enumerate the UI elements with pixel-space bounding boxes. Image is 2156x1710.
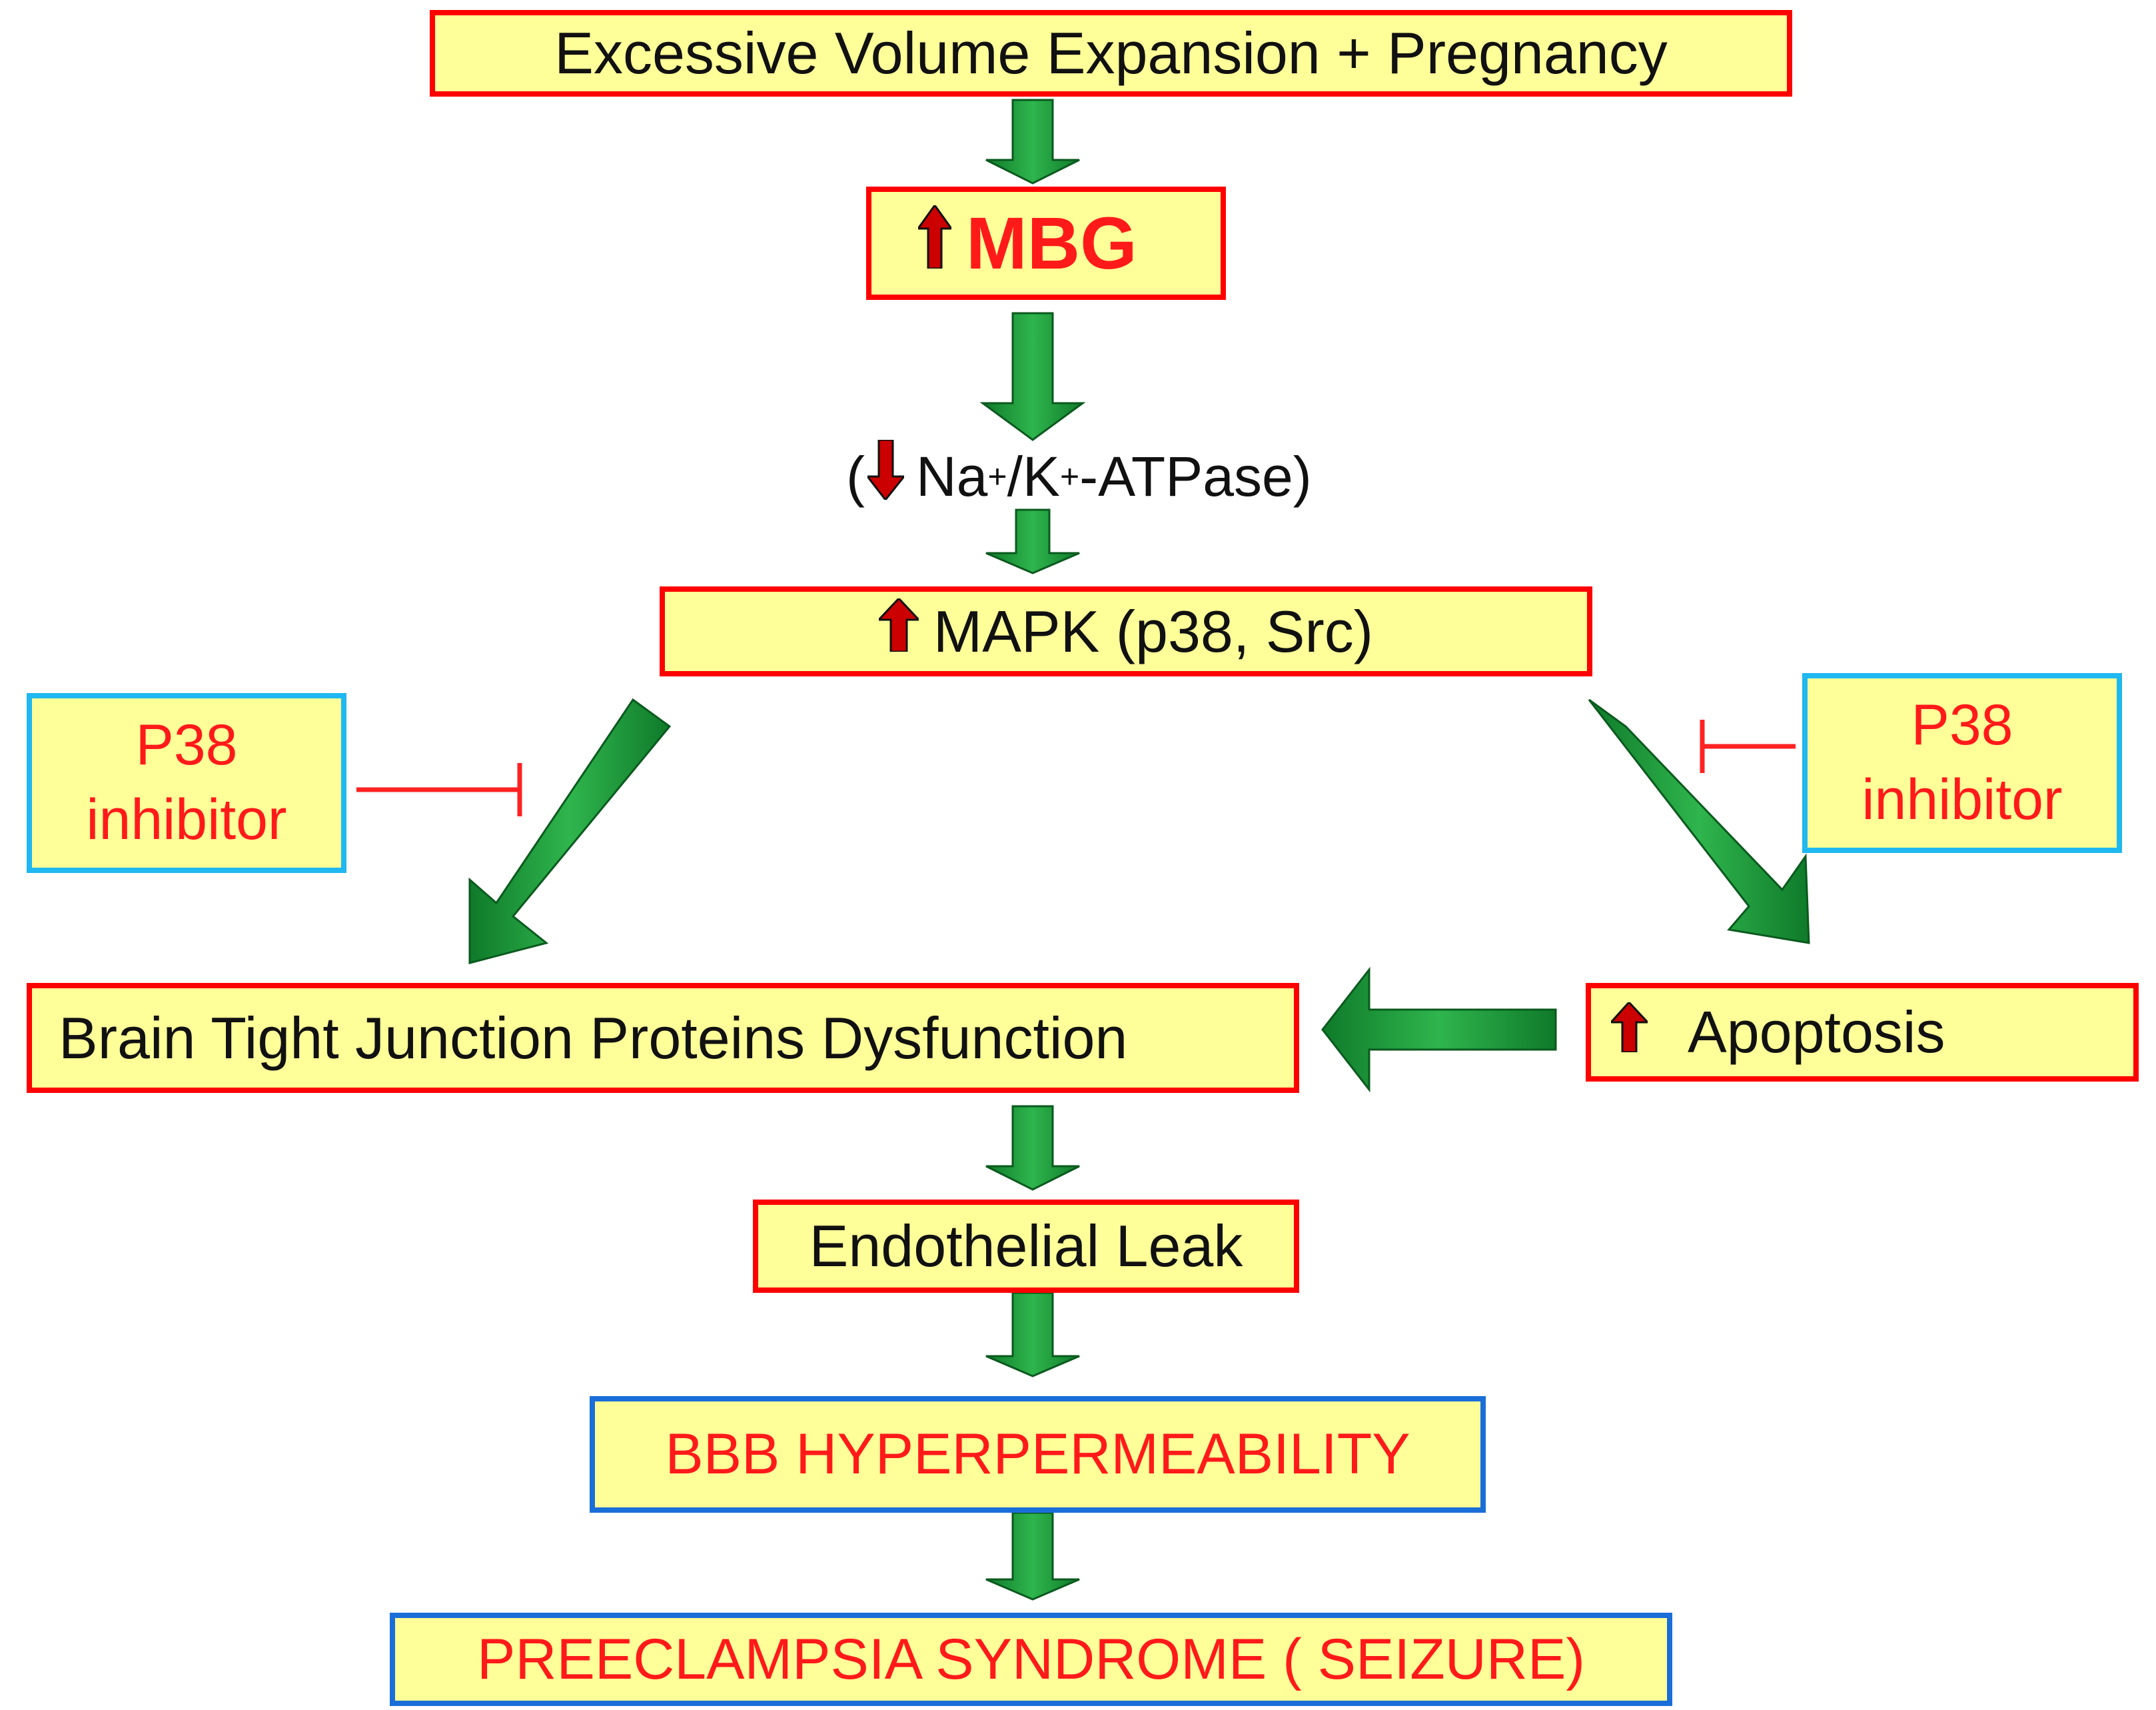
mbg-label: MBG — [966, 202, 1137, 285]
inhibition-icon — [356, 763, 522, 816]
mapk-box: MAPK (p38, Src) — [660, 586, 1592, 676]
flow-arrow-icon — [985, 1105, 1080, 1191]
na-text: Na — [915, 444, 988, 508]
bbb-box: BBB HYPERPERMEABILITY — [590, 1396, 1486, 1513]
k-text: /K — [1007, 444, 1060, 508]
paren-open: ( — [846, 444, 865, 508]
flow-arrow-icon — [979, 312, 1086, 441]
endothelial-leak-label: Endothelial Leak — [809, 1213, 1243, 1279]
flow-arrow-icon — [468, 698, 672, 964]
atpase-label: ( Na+/K+-ATPase) — [846, 438, 1312, 513]
apoptosis-label: Apoptosis — [1688, 999, 1945, 1065]
inhibitor-right-line2: inhibitor — [1862, 768, 2063, 832]
preeclampsia-box: PREECLAMPSIA SYNDROME ( SEIZURE) — [390, 1613, 1672, 1706]
tight-junction-box: Brain Tight Junction Proteins Dysfunctio… — [27, 983, 1299, 1093]
inhibitor-right-line1: P38 — [1911, 693, 2013, 758]
up-arrow-icon — [1608, 998, 1650, 1066]
bbb-label: BBB HYPERPERMEABILITY — [665, 1422, 1410, 1486]
volume-expansion-box: Excessive Volume Expansion + Pregnancy — [430, 10, 1792, 97]
preeclampsia-label: PREECLAMPSIA SYNDROME ( SEIZURE) — [477, 1627, 1585, 1691]
endothelial-leak-box: Endothelial Leak — [753, 1200, 1299, 1293]
flow-arrow-icon — [1321, 966, 1557, 1093]
inhibitor-left-line2: inhibitor — [86, 788, 287, 852]
down-arrow-icon — [865, 438, 907, 513]
tight-junction-label: Brain Tight Junction Proteins Dysfunctio… — [59, 1004, 1128, 1071]
flow-arrow-icon — [985, 99, 1080, 185]
inhibitor-left-line1: P38 — [135, 713, 238, 778]
up-arrow-icon — [876, 596, 921, 666]
atpase-text: -ATPase) — [1079, 444, 1312, 508]
flow-arrow-icon — [985, 1291, 1080, 1377]
flow-arrow-icon — [985, 508, 1080, 574]
p38-inhibitor-left-box: P38 inhibitor — [27, 693, 346, 873]
mbg-box: MBG — [866, 187, 1226, 300]
flow-arrow-icon — [1588, 698, 1810, 944]
flow-arrow-icon — [985, 1511, 1080, 1601]
up-arrow-icon — [916, 201, 953, 286]
apoptosis-box: Apoptosis — [1586, 983, 2139, 1082]
inhibition-icon — [1700, 720, 1796, 773]
mapk-label: MAPK (p38, Src) — [933, 598, 1374, 664]
volume-expansion-label: Excessive Volume Expansion + Pregnancy — [554, 20, 1668, 86]
p38-inhibitor-right-box: P38 inhibitor — [1802, 673, 2122, 853]
